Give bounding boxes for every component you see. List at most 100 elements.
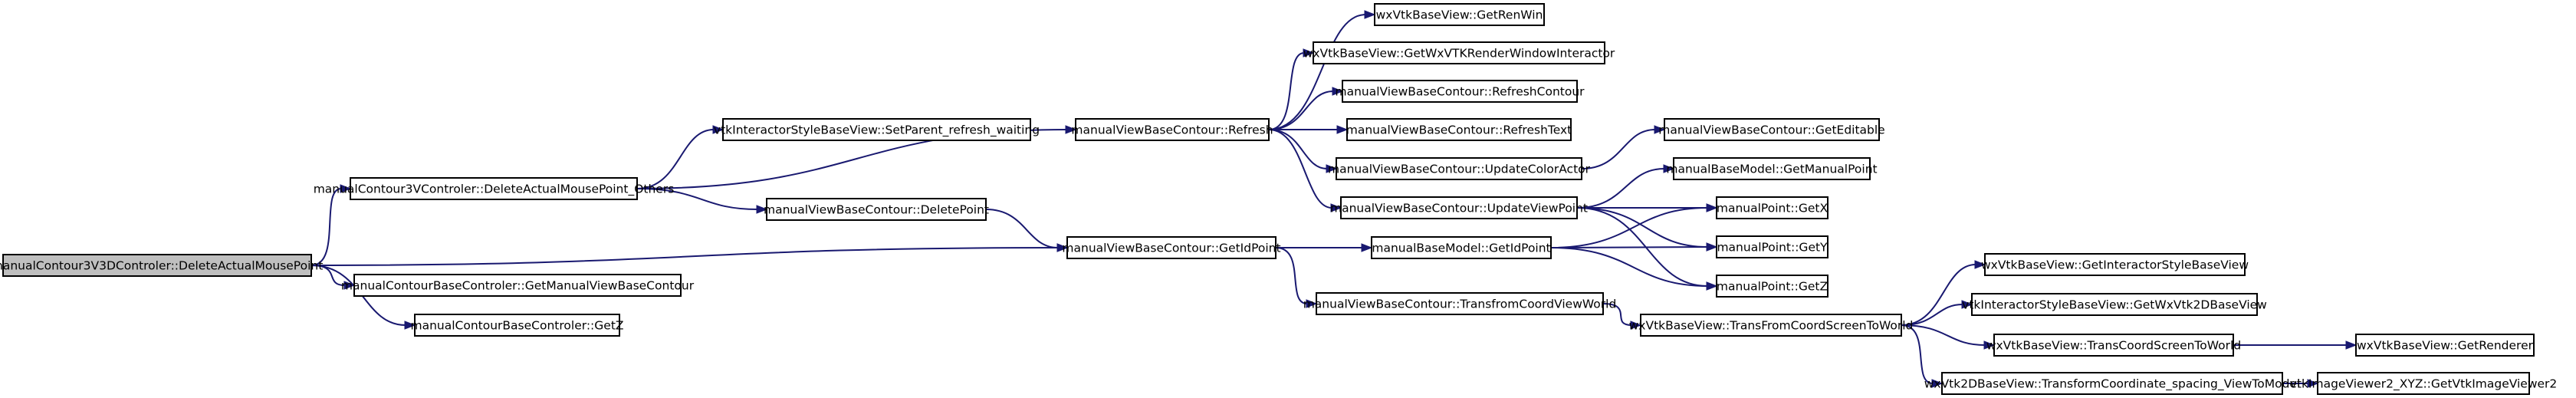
arrow-head-icon bbox=[1306, 299, 1318, 308]
function-node[interactable]: wxVtkBaseView::GetInteractorStyleBaseVie… bbox=[1981, 253, 2249, 276]
edge-line bbox=[1550, 207, 1708, 248]
call-edge bbox=[1550, 242, 1718, 252]
arrow-head-icon bbox=[404, 321, 416, 330]
node-label: manualContourBaseControler::GetZ bbox=[410, 319, 623, 333]
edge-line bbox=[1602, 303, 1632, 326]
edge-line bbox=[1268, 52, 1305, 130]
function-node[interactable]: manualViewBaseContour::TransfromCoordVie… bbox=[1303, 292, 1617, 315]
node-box bbox=[1640, 314, 1902, 337]
call-edge bbox=[1268, 125, 1349, 134]
edge-line bbox=[1268, 14, 1366, 130]
function-node[interactable]: manualViewBaseContour::UpdateColorActor bbox=[1328, 157, 1591, 180]
function-node[interactable]: manualViewBaseContour::DeletePoint bbox=[764, 198, 989, 221]
arrow-head-icon bbox=[1336, 125, 1349, 134]
call-edge bbox=[1901, 324, 1996, 350]
node-label: manualViewBaseContour::RefreshText bbox=[1346, 123, 1572, 137]
node-label: vtkInteractorStyleBaseView::SetParent_re… bbox=[714, 123, 1040, 138]
arrow-head-icon bbox=[1931, 379, 1944, 388]
node-label: manualPoint::GetY bbox=[1717, 241, 1828, 255]
edge-line bbox=[1268, 90, 1334, 130]
call-edge bbox=[1275, 247, 1318, 308]
function-node[interactable]: manualPoint::GetY bbox=[1716, 235, 1829, 258]
edge-line bbox=[1550, 246, 1708, 248]
node-box bbox=[350, 177, 638, 200]
edge-line bbox=[636, 129, 715, 189]
node-box bbox=[1342, 80, 1578, 103]
function-node[interactable]: manualViewBaseContour::Refresh bbox=[1071, 118, 1273, 141]
node-label: vtkImageViewer2_XYZ::GetVtkImageViewer2 bbox=[2290, 377, 2558, 392]
call-edge bbox=[636, 125, 724, 189]
function-node[interactable]: wxVtk2DBaseView::TransformCoordinate_spa… bbox=[1924, 372, 2301, 395]
function-node[interactable]: manualPoint::GetX bbox=[1716, 196, 1829, 219]
node-label: vtkInteractorStyleBaseView::GetWxVtk2DBa… bbox=[1962, 298, 2267, 312]
edge-line bbox=[1901, 324, 1934, 384]
function-node[interactable]: manualBaseModel::GetManualPoint bbox=[1666, 157, 1878, 180]
function-node[interactable]: manualViewBaseContour::GetIdPoint bbox=[1062, 236, 1281, 259]
node-label: manualContour3VControler::DeleteActualMo… bbox=[314, 183, 675, 197]
node-box bbox=[1971, 293, 2258, 316]
arrow-head-icon bbox=[1364, 10, 1376, 19]
function-node[interactable]: wxVtkBaseView::GetWxVTKRenderWindowInter… bbox=[1303, 41, 1615, 64]
arrow-head-icon bbox=[1332, 87, 1344, 96]
node-label: wxVtkBaseView::TransCoordScreenToWorld bbox=[1986, 339, 2241, 353]
call-edge bbox=[1901, 260, 1986, 326]
call-edge bbox=[2233, 340, 2358, 350]
arrow-head-icon bbox=[2307, 379, 2319, 388]
node-box bbox=[1716, 275, 1829, 298]
function-node[interactable]: manualContourBaseControler::GetZ bbox=[410, 314, 624, 337]
function-node[interactable]: manualBaseModel::GetIdPoint bbox=[1371, 236, 1552, 259]
node-box bbox=[414, 314, 620, 337]
edge-line bbox=[1901, 324, 1986, 346]
call-edge bbox=[1901, 300, 1973, 326]
function-node[interactable]: wxVtkBaseView::TransFromCoordScreenToWor… bbox=[1629, 314, 1914, 337]
function-node[interactable]: manualContour3VControler::DeleteActualMo… bbox=[314, 177, 675, 200]
node-label: manualViewBaseContour::DeletePoint bbox=[764, 203, 989, 217]
node-label: manualViewBaseContour::GetIdPoint bbox=[1062, 242, 1280, 255]
call-edge bbox=[636, 188, 768, 214]
arrow-head-icon bbox=[1065, 125, 1077, 134]
root-function-node[interactable]: manualContour3V3DControler::DeleteActual… bbox=[0, 254, 323, 277]
edge-line bbox=[1275, 247, 1308, 304]
function-node[interactable]: manualViewBaseContour::RefreshContour bbox=[1335, 80, 1585, 103]
function-node[interactable]: manualPoint::GetZ bbox=[1716, 275, 1829, 298]
node-label: manualContour3V3DControler::DeleteActual… bbox=[0, 259, 323, 273]
call-edge bbox=[1268, 129, 1342, 212]
node-box bbox=[1336, 157, 1582, 180]
function-node[interactable]: vtkInteractorStyleBaseView::SetParent_re… bbox=[714, 118, 1040, 141]
node-label: manualViewBaseContour::RefreshContour bbox=[1335, 85, 1585, 99]
edge-line bbox=[310, 247, 1059, 266]
call-edge bbox=[1576, 207, 1718, 252]
arrow-head-icon bbox=[2345, 340, 2358, 350]
node-label: manualViewBaseContour::UpdateViewPoint bbox=[1330, 202, 1588, 215]
call-edge bbox=[1550, 247, 1718, 291]
arrow-head-icon bbox=[1983, 340, 1996, 350]
node-label: manualPoint::GetX bbox=[1717, 202, 1829, 215]
function-node[interactable]: vtkImageViewer2_XYZ::GetVtkImageViewer2 bbox=[2290, 372, 2558, 395]
function-node[interactable]: wxVtkBaseView::GetRenWin bbox=[1374, 3, 1545, 26]
arrow-head-icon bbox=[343, 281, 356, 290]
function-node[interactable]: wxVtkBaseView::TransCoordScreenToWorld bbox=[1986, 334, 2241, 357]
arrow-head-icon bbox=[1961, 300, 1973, 309]
arrow-head-icon bbox=[712, 125, 724, 134]
node-label: manualViewBaseContour::UpdateColorActor bbox=[1328, 163, 1591, 176]
call-edge bbox=[1268, 10, 1376, 130]
node-box bbox=[722, 118, 1031, 141]
node-label: wxVtkBaseView::GetRenderer bbox=[2357, 339, 2534, 353]
node-box bbox=[766, 198, 987, 221]
arrow-head-icon bbox=[1630, 321, 1642, 330]
function-node[interactable]: vtkInteractorStyleBaseView::GetWxVtk2DBa… bbox=[1962, 293, 2267, 316]
arrow-head-icon bbox=[1974, 260, 1986, 269]
function-node[interactable]: manualViewBaseContour::GetEditable bbox=[1658, 118, 1885, 141]
edge-line bbox=[1576, 207, 1708, 248]
node-label: wxVtk2DBaseView::TransformCoordinate_spa… bbox=[1924, 377, 2301, 392]
node-box bbox=[1313, 41, 1605, 64]
node-box bbox=[1371, 236, 1552, 259]
edge-line bbox=[310, 188, 342, 266]
function-node[interactable]: manualContourBaseControler::GetManualVie… bbox=[341, 274, 695, 297]
function-node[interactable]: manualViewBaseContour::RefreshText bbox=[1346, 118, 1572, 141]
function-node[interactable]: manualViewBaseContour::UpdateViewPoint bbox=[1330, 196, 1588, 219]
function-node[interactable]: wxVtkBaseView::GetRenderer bbox=[2355, 334, 2535, 357]
node-label: wxVtkBaseView::GetInteractorStyleBaseVie… bbox=[1981, 258, 2249, 272]
call-edge bbox=[1276, 243, 1373, 252]
